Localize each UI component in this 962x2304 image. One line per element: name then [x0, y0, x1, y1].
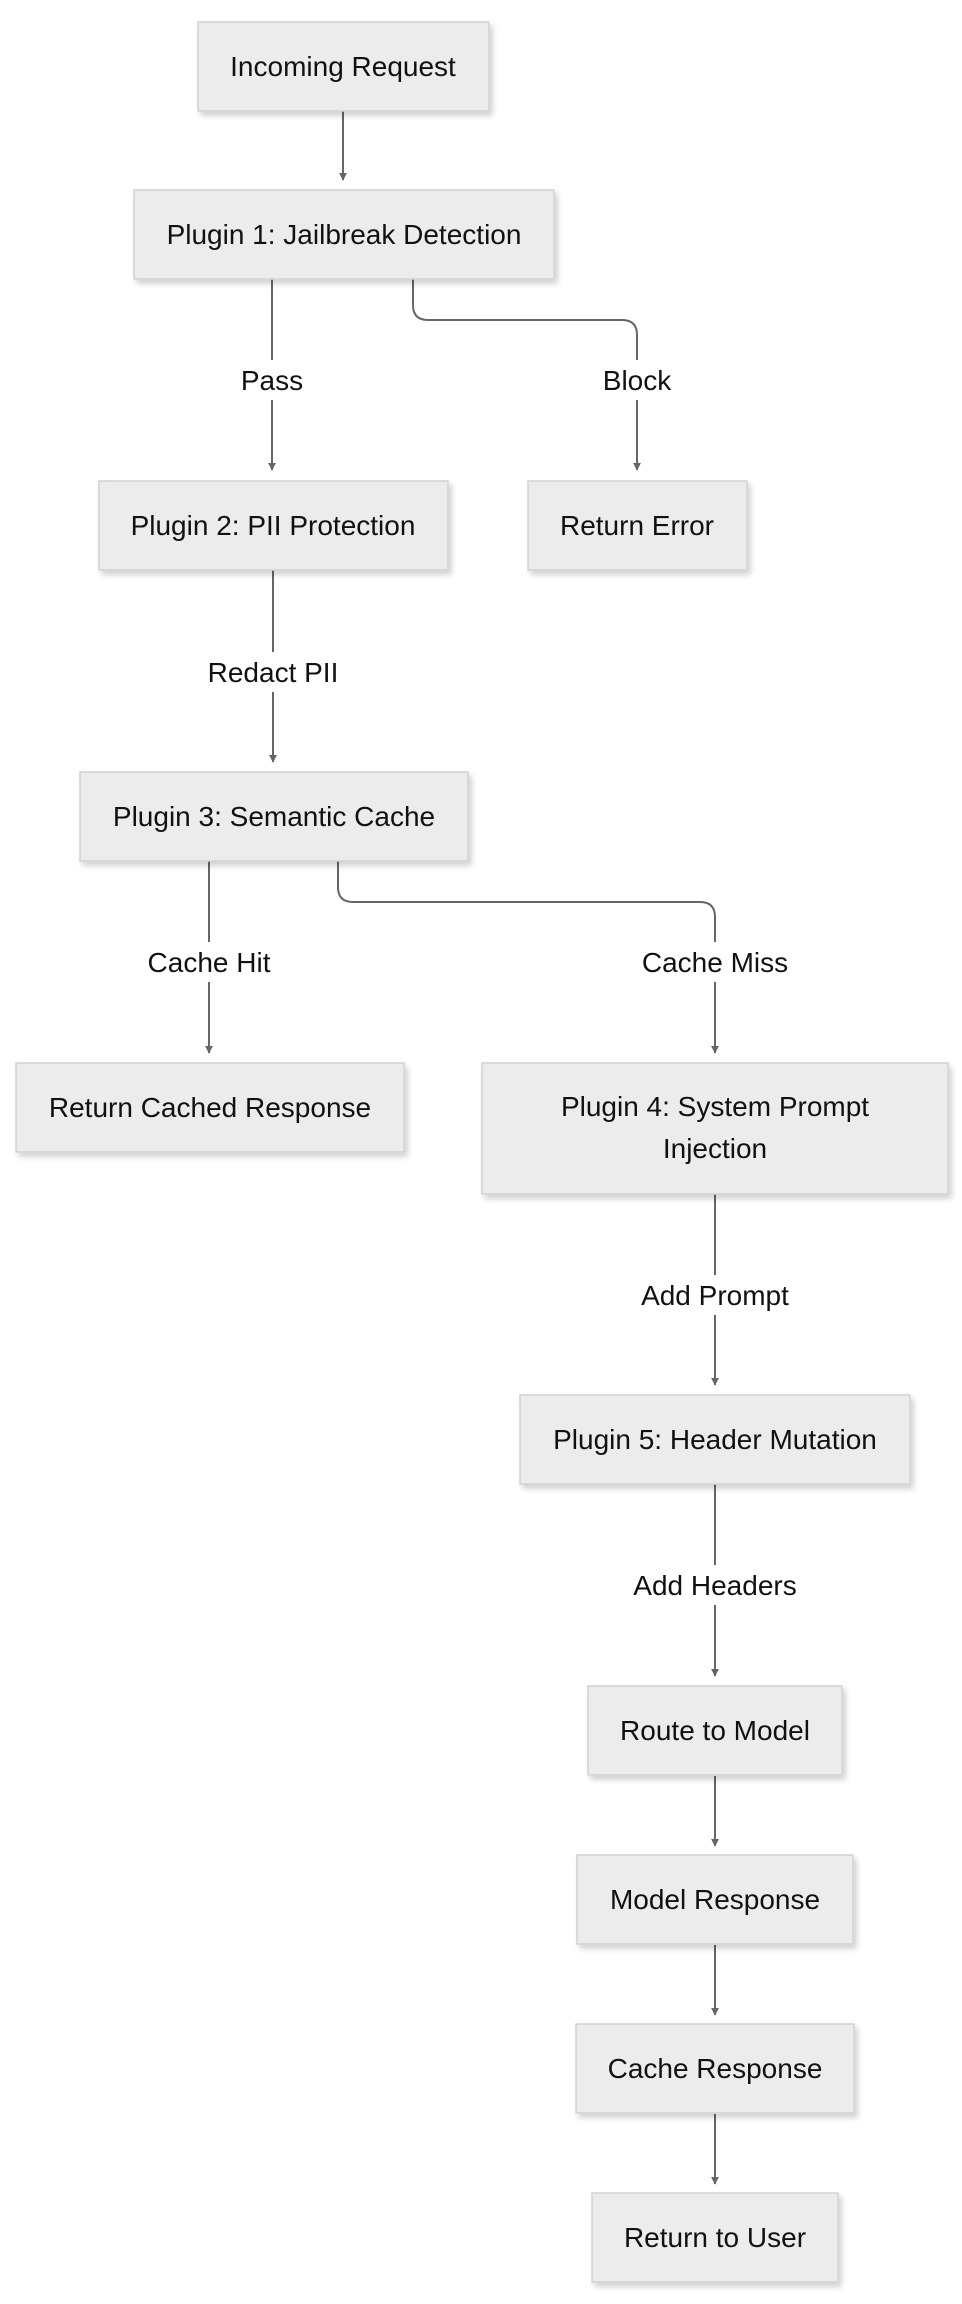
edge-label-block: Block: [603, 365, 672, 396]
node-plugin-1-jailbreak-detection: Plugin 1: Jailbreak Detection: [133, 189, 555, 280]
edge-pass: Pass: [230, 278, 314, 471]
svg-text:Injection: Injection: [663, 1133, 767, 1164]
svg-text:Plugin 3: Semantic Cache: Plugin 3: Semantic Cache: [113, 801, 435, 832]
edge-block: Block: [412, 278, 684, 471]
svg-text:Plugin 1: Jailbreak Detection: Plugin 1: Jailbreak Detection: [167, 219, 522, 250]
node-cache-response: Cache Response: [575, 2023, 855, 2114]
edge-cache-miss: Cache Miss: [337, 860, 794, 1054]
edge-label-cache-hit: Cache Hit: [148, 947, 271, 978]
svg-text:Cache Response: Cache Response: [608, 2053, 823, 2084]
edge-add-headers: Add Headers: [626, 1484, 804, 1677]
edge-label-add-prompt: Add Prompt: [641, 1280, 789, 1311]
edge-label-pass: Pass: [241, 365, 303, 396]
edge-add-prompt: Add Prompt: [634, 1194, 796, 1386]
svg-text:Incoming Request: Incoming Request: [230, 51, 456, 82]
svg-text:Return Error: Return Error: [560, 510, 714, 541]
node-plugin-4-system-prompt-injection: Plugin 4: System Prompt Injection: [481, 1062, 949, 1195]
svg-text:Route to Model: Route to Model: [620, 1715, 810, 1746]
svg-text:Plugin 4: System Prompt: Plugin 4: System Prompt: [561, 1091, 869, 1122]
edge-label-cache-miss: Cache Miss: [642, 947, 788, 978]
node-plugin-5-header-mutation: Plugin 5: Header Mutation: [519, 1394, 911, 1485]
node-return-error: Return Error: [527, 480, 748, 571]
node-plugin-3-semantic-cache: Plugin 3: Semantic Cache: [79, 771, 469, 862]
edge-label-add-headers: Add Headers: [633, 1570, 796, 1601]
node-model-response: Model Response: [576, 1854, 854, 1945]
svg-text:Plugin 5: Header Mutation: Plugin 5: Header Mutation: [553, 1424, 877, 1455]
edge-redact-pii: Redact PII: [200, 570, 346, 763]
svg-text:Return to User: Return to User: [624, 2222, 806, 2253]
node-return-to-user: Return to User: [591, 2192, 839, 2283]
svg-text:Plugin 2: PII Protection: Plugin 2: PII Protection: [131, 510, 416, 541]
edge-label-redact-pii: Redact PII: [208, 657, 339, 688]
svg-text:Return Cached Response: Return Cached Response: [49, 1092, 371, 1123]
edge-cache-hit: Cache Hit: [142, 860, 276, 1054]
node-plugin-2-pii-protection: Plugin 2: PII Protection: [98, 480, 449, 571]
svg-text:Model Response: Model Response: [610, 1884, 820, 1915]
node-incoming-request: Incoming Request: [197, 21, 490, 112]
node-return-cached-response: Return Cached Response: [15, 1062, 405, 1153]
node-route-to-model: Route to Model: [587, 1685, 843, 1776]
